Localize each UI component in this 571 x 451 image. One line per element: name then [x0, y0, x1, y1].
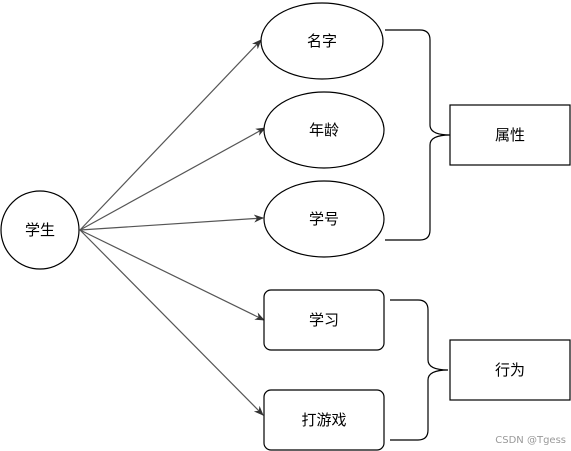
- group-box-label: 属性: [495, 126, 525, 144]
- attribute-node-shape: [263, 180, 385, 258]
- group-box-shape: [449, 104, 571, 166]
- arrow-root-to-play: [79, 229, 264, 416]
- behaviors-brace: [390, 299, 449, 441]
- attribute-node-age: 年龄: [263, 91, 385, 169]
- attribute-node-shape: [260, 2, 384, 80]
- watermark-text: CSDN @Tgess: [495, 435, 566, 446]
- group-box-behaviors: 行为: [449, 339, 571, 401]
- behavior-node-label: 打游戏: [301, 411, 346, 429]
- behavior-node-study: 学习: [263, 289, 385, 351]
- behavior-node-play: 打游戏: [263, 389, 385, 451]
- behavior-node-shape: [263, 289, 385, 351]
- behavior-node-shape: [263, 389, 385, 451]
- arrow-root-to-id: [79, 214, 264, 231]
- attribute-node-label: 名字: [307, 32, 337, 50]
- root-node-shape: [0, 190, 80, 270]
- group-box-label: 行为: [495, 361, 525, 379]
- behavior-node-label: 学习: [309, 311, 339, 329]
- arrow-root-to-study: [79, 229, 265, 321]
- attributes-brace: [385, 29, 451, 241]
- attribute-node-label: 学号: [309, 210, 339, 228]
- group-box-shape: [449, 339, 571, 401]
- group-box-attributes: 属性: [449, 104, 571, 166]
- attribute-node-shape: [263, 91, 385, 169]
- attribute-node-label: 年龄: [309, 121, 339, 139]
- arrow-root-to-name: [79, 39, 262, 231]
- attribute-node-name: 名字: [260, 2, 384, 80]
- root-node-label: 学生: [25, 221, 55, 239]
- arrow-root-to-age: [79, 127, 266, 231]
- attribute-node-id: 学号: [263, 180, 385, 258]
- root-node: 学生: [0, 190, 80, 270]
